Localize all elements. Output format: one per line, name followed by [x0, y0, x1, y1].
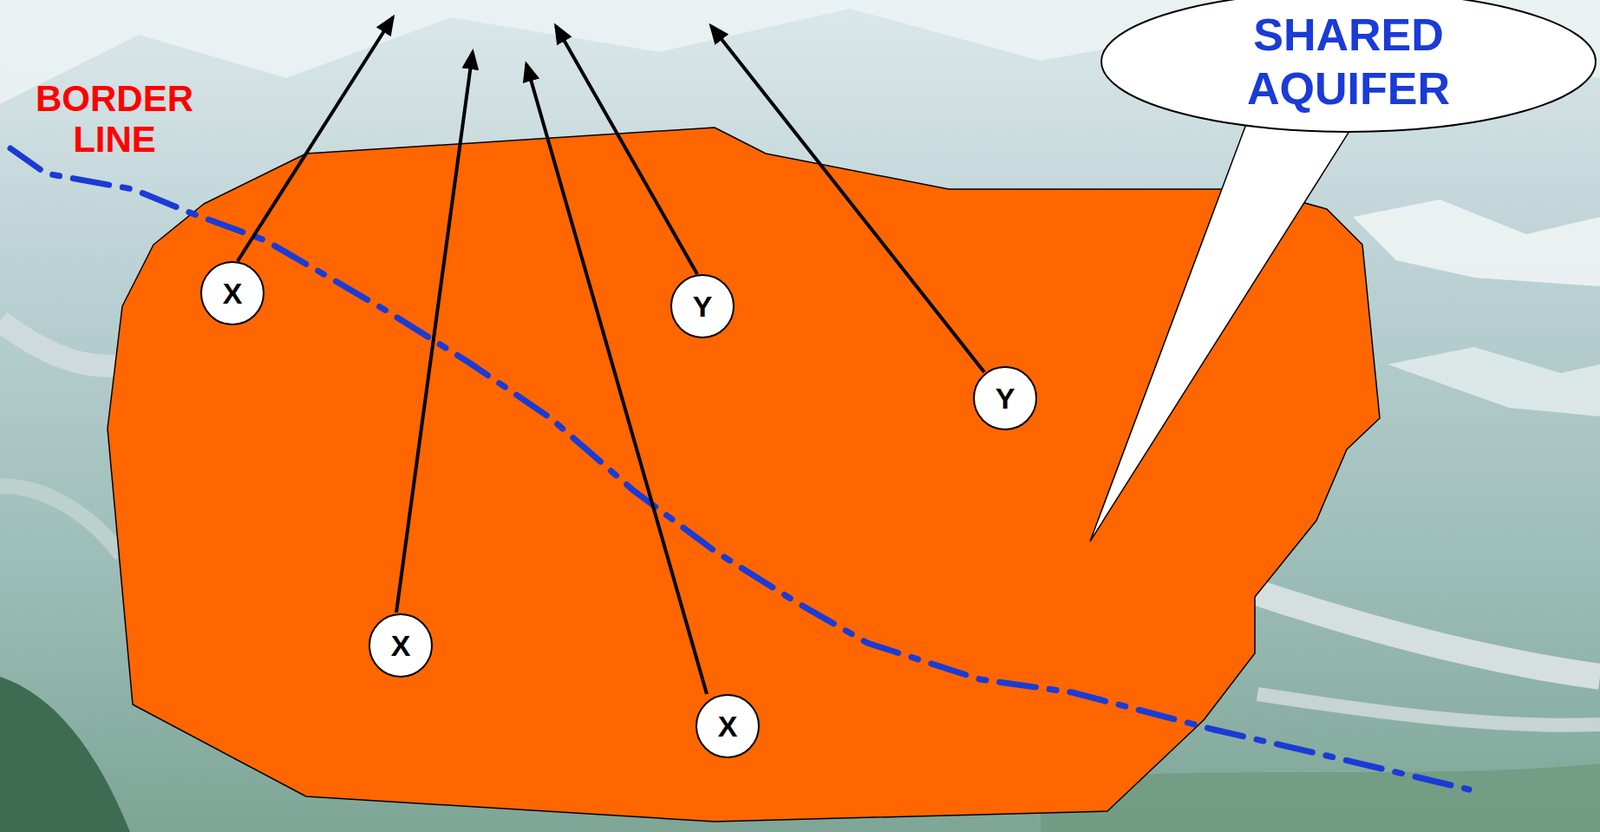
well-letter: X: [222, 277, 243, 309]
text-group: X: [718, 710, 738, 742]
well-letter: X: [718, 710, 738, 742]
mountain-snow: [1352, 199, 1600, 287]
hillside: [0, 676, 131, 832]
flow-arrow: [396, 52, 473, 613]
well-circle: X: [695, 693, 760, 758]
text-group: X: [391, 629, 412, 661]
well-circle: Y: [670, 274, 735, 339]
circle-shape: [696, 694, 759, 758]
river: [0, 485, 122, 556]
well-letter: Y: [995, 382, 1016, 414]
ellipse-shape: [1101, 0, 1596, 132]
well-letter: X: [391, 629, 412, 661]
callout-tail: [1090, 117, 1353, 542]
road: [1257, 693, 1600, 725]
well-circle: X: [368, 613, 433, 678]
flow-arrow: [526, 64, 707, 694]
flow-arrow: [555, 26, 698, 275]
aquifer-area: [107, 127, 1380, 822]
text-group: SHARED AQUIFER: [1209, 7, 1488, 116]
border-label: BORDER LINE: [14, 78, 215, 160]
mountain-snow: [1387, 346, 1600, 417]
well-circle: Y: [973, 365, 1038, 431]
text-group: Y: [692, 290, 713, 322]
flow-arrow: [711, 26, 985, 373]
well-letter: Y: [692, 290, 713, 322]
river: [1248, 589, 1600, 677]
text-group: X: [222, 277, 243, 309]
circle-shape: [973, 366, 1037, 430]
well-circle: X: [200, 261, 265, 326]
callout-ellipse: SHARED AQUIFER: [1100, 0, 1597, 133]
flow-arrow: [237, 17, 393, 262]
callout-text: SHARED AQUIFER: [1209, 7, 1488, 116]
circle-shape: [201, 261, 264, 325]
circle-shape: [671, 274, 734, 338]
river: [0, 320, 131, 366]
text-group: Y: [995, 382, 1016, 414]
circle-shape: [369, 613, 432, 677]
